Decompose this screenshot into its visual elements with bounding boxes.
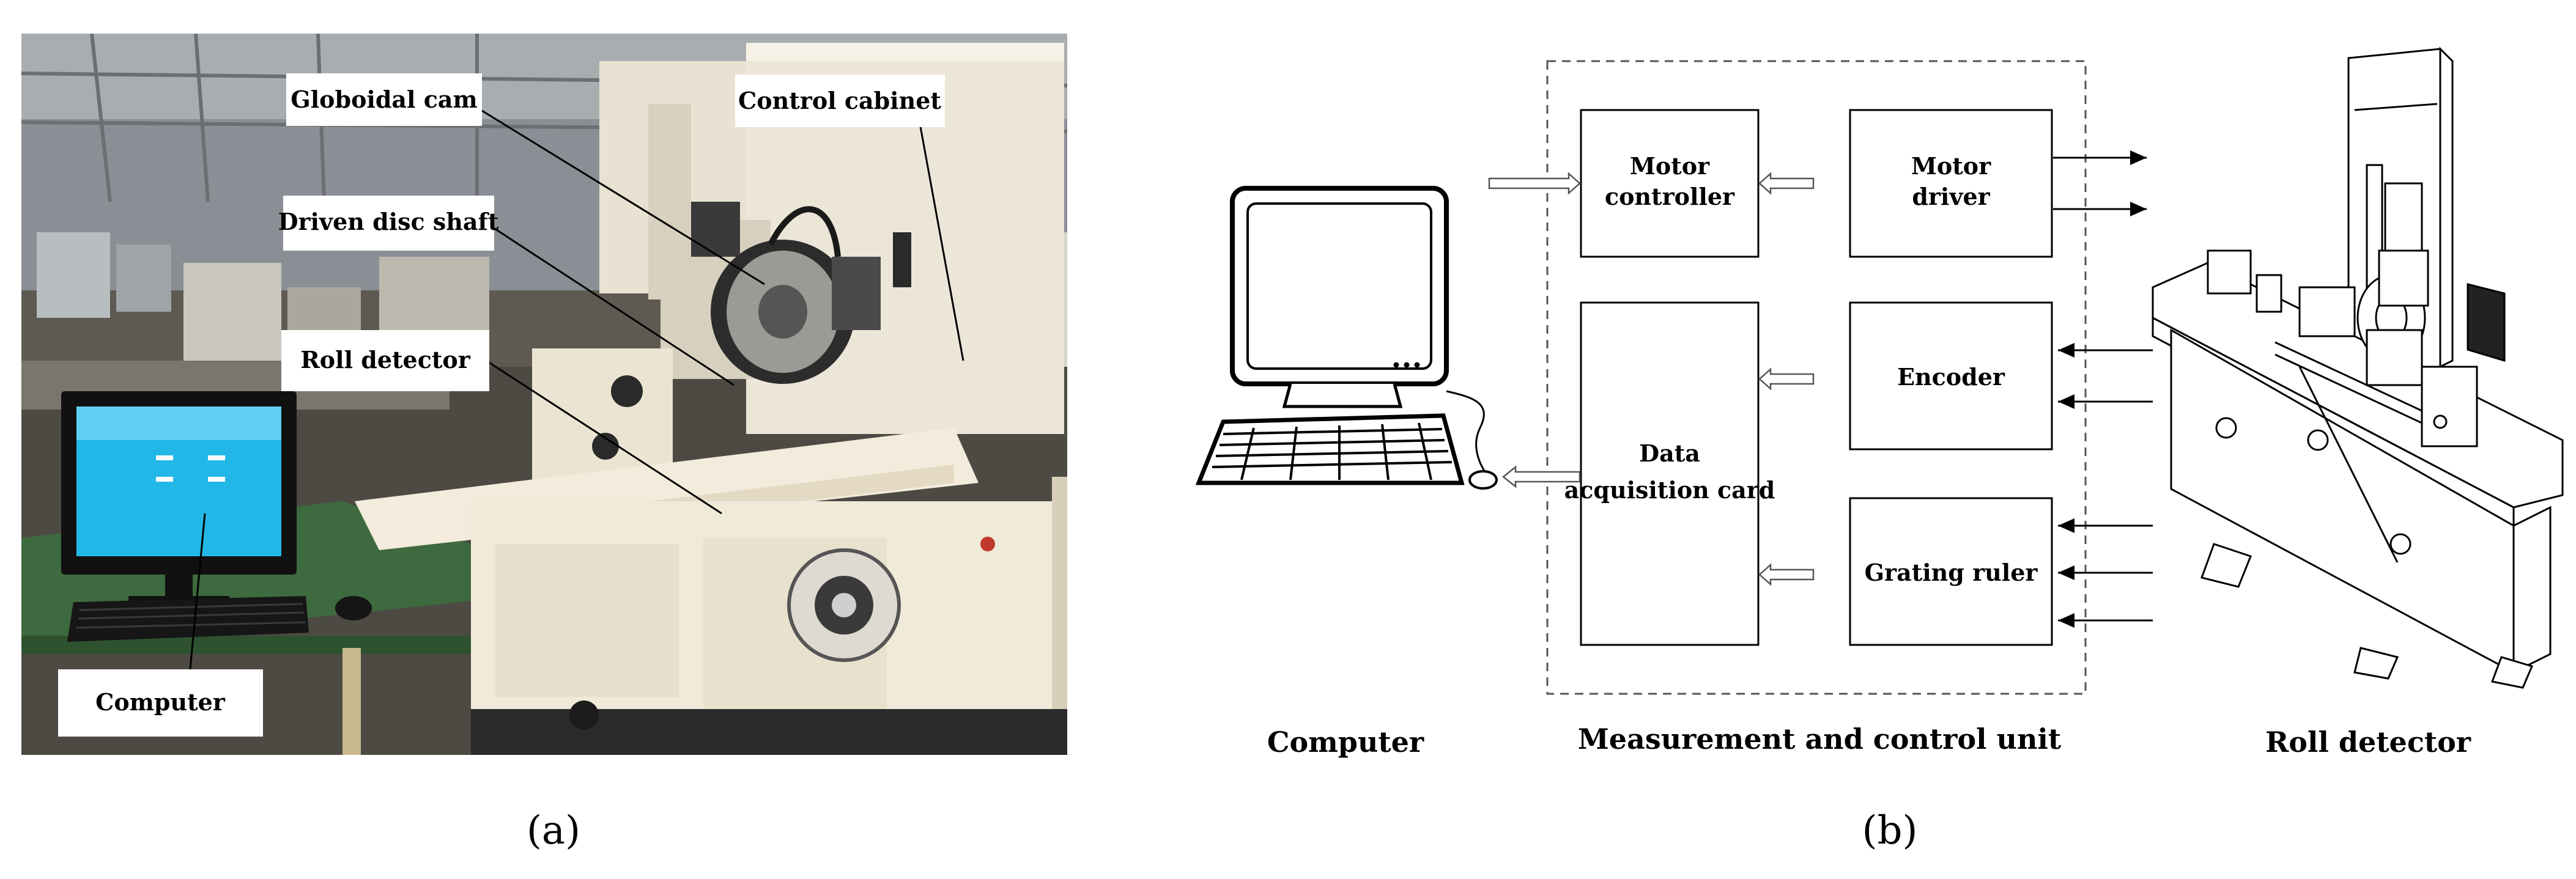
svg-text:controller: controller <box>1605 183 1735 210</box>
svg-text:Control cabinet: Control cabinet <box>738 87 941 114</box>
label-roll-detector: Roll detector <box>2265 726 2471 759</box>
svg-text:Roll detector: Roll detector <box>300 346 471 373</box>
block-motor-controller: Motor controller <box>1580 109 1760 258</box>
block-grating-ruler: Grating ruler <box>1849 497 2053 646</box>
svg-text:Grating ruler: Grating ruler <box>1865 559 2038 586</box>
panel-b-diagram: Motor controller Motor driver Encoder Da… <box>1195 46 2564 759</box>
callout-computer: Computer <box>58 669 263 737</box>
svg-text:acquisition card: acquisition card <box>1564 476 1775 504</box>
callout-driven-disc-shaft: Driven disc shaft <box>278 196 499 251</box>
block-encoder: Encoder <box>1849 301 2053 451</box>
panel-a-photo: Globoidal cam Control cabinet Driven dis… <box>21 34 1067 755</box>
callout-roll-detector: Roll detector <box>281 330 489 391</box>
block-data-acquisition-card: Data acquisition card <box>1564 301 1775 646</box>
measurement-unit-boundary <box>1546 60 2087 695</box>
svg-text:Motor: Motor <box>1630 152 1710 180</box>
svg-text:Motor: Motor <box>1911 152 1991 180</box>
svg-text:Data: Data <box>1639 439 1700 467</box>
panel-a-caption: (a) <box>527 808 580 853</box>
photo-keyboard <box>67 596 309 642</box>
photo-monitor <box>61 391 297 605</box>
hollow-arrows <box>1488 172 1815 586</box>
svg-text:Computer: Computer <box>95 688 226 716</box>
svg-text:Driven disc shaft: Driven disc shaft <box>278 208 499 235</box>
callout-globoidal-cam: Globoidal cam <box>286 73 482 126</box>
svg-text:driver: driver <box>1912 183 1990 210</box>
callout-control-cabinet: Control cabinet <box>735 75 945 127</box>
panel-b-caption: (b) <box>1862 808 1918 853</box>
computer-icon <box>1195 186 1498 490</box>
label-computer: Computer <box>1267 726 1424 759</box>
roll-detector-drawing <box>2152 46 2564 689</box>
solid-arrows <box>2053 150 2153 628</box>
svg-text:Globoidal cam: Globoidal cam <box>291 86 477 113</box>
svg-text:Encoder: Encoder <box>1897 363 2005 391</box>
label-measurement-unit: Measurement and control unit <box>1578 723 2062 756</box>
block-motor-driver: Motor driver <box>1849 109 2053 258</box>
